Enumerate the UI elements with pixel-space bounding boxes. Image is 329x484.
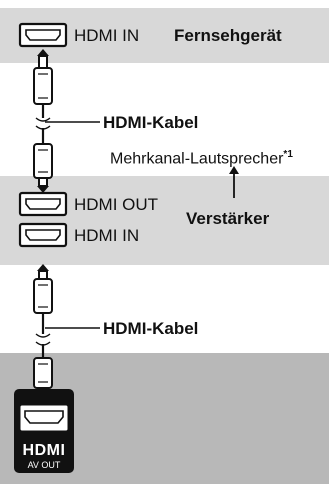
amp-hdmi-out-port-icon: [18, 191, 68, 217]
player-logo-text: HDMI: [23, 442, 66, 459]
speaker-output-arrow-icon: [229, 166, 239, 198]
cable-top-label: HDMI-Kabel: [103, 113, 199, 132]
speaker-label: Mehrkanal-Lautsprecher*1: [110, 150, 293, 167]
amplifier-device-band: [0, 176, 329, 265]
cable-bottom-label: HDMI-Kabel: [103, 319, 199, 338]
tv-device-label: Fernsehgerät: [174, 26, 282, 45]
hdmi-cable-bottom-icon: [33, 264, 53, 403]
tv-port-label: HDMI IN: [74, 26, 140, 45]
speaker-footnote: *1: [283, 149, 293, 160]
player-port-label: AV OUT: [28, 460, 61, 470]
player-hdmi-badge-icon: HDMI AV OUT: [14, 389, 74, 473]
amp-port-out-label: HDMI OUT: [74, 195, 159, 214]
speaker-label-text: Mehrkanal-Lautsprecher: [110, 150, 284, 168]
amp-hdmi-in-port-icon: [18, 222, 68, 248]
tv-hdmi-in-port-icon: [18, 22, 68, 48]
hdmi-cable-top-icon: [33, 49, 53, 193]
amp-port-in-label: HDMI IN: [74, 226, 140, 245]
amp-device-label: Verstärker: [186, 209, 270, 228]
